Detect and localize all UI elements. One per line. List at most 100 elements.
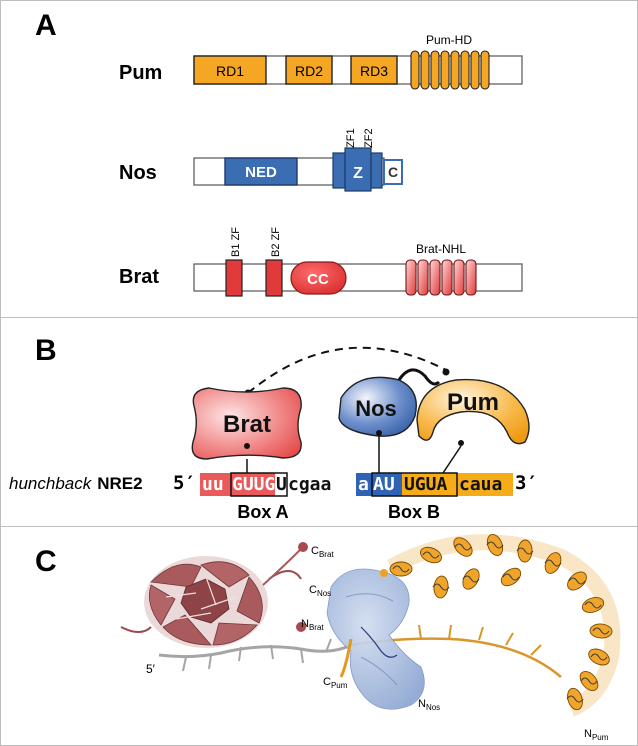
pum-hd-repeat bbox=[430, 50, 440, 90]
rd1-domain bbox=[193, 55, 267, 85]
pum-helix bbox=[486, 533, 504, 557]
zf1-block bbox=[332, 152, 346, 189]
box-b-label: Box B bbox=[388, 502, 440, 522]
five-prime-end: 5′ bbox=[173, 472, 196, 494]
brat-nhl-repeat bbox=[453, 259, 465, 296]
rd3-label: RD3 bbox=[360, 63, 388, 79]
five-prime-c-label: 5′ bbox=[146, 662, 156, 676]
seq-caua: caua bbox=[459, 474, 502, 495]
nos-blob-label: Nos bbox=[355, 396, 397, 421]
seq-a: a bbox=[358, 474, 369, 495]
zf2-label: ZF2 bbox=[363, 128, 375, 148]
seq-bg-uu bbox=[200, 473, 231, 496]
rd2-label: RD2 bbox=[295, 63, 323, 79]
seq-u: U bbox=[276, 474, 287, 495]
c-brat-terminus bbox=[298, 542, 308, 552]
brat-nhl-label: Brat-NHL bbox=[416, 242, 466, 256]
c-nos-label: CNos bbox=[309, 584, 331, 598]
seq-bg-caua bbox=[457, 473, 513, 496]
panel-c-letter: C bbox=[35, 545, 57, 578]
seq-bg-guug bbox=[231, 473, 275, 496]
brat-nhl-repeat bbox=[417, 259, 429, 296]
pum-helix bbox=[589, 623, 613, 639]
n-brat-terminus bbox=[296, 622, 306, 632]
domain-diagram: A Pum RD1 RD2 RD3 Pum-HD Nos NED Z C ZF1 bbox=[35, 9, 523, 297]
brat-c-tail bbox=[262, 548, 302, 586]
pum-ball bbox=[380, 569, 388, 577]
nos-backbone-trace bbox=[360, 626, 398, 658]
pum-helix bbox=[544, 552, 562, 574]
rna-name: NRE2 bbox=[97, 474, 142, 493]
pum-hd-repeat bbox=[470, 50, 480, 90]
brat-blob bbox=[191, 387, 302, 460]
rd3-domain bbox=[350, 55, 398, 85]
n-nos-label: NNos bbox=[418, 698, 440, 712]
pum-hd-repeat bbox=[440, 50, 450, 90]
pum-helix bbox=[579, 670, 599, 692]
seq-bg-ugua bbox=[402, 473, 457, 496]
pum-hd-label: Pum-HD bbox=[426, 33, 472, 47]
pum-tether-dot bbox=[458, 440, 464, 446]
seq-uu: uu bbox=[202, 474, 224, 495]
rna-bases-orange bbox=[418, 624, 542, 656]
nos-pum-linker bbox=[397, 368, 441, 386]
box-b-outline bbox=[371, 472, 458, 497]
pum-tether bbox=[440, 445, 462, 477]
brat-row-label: Brat bbox=[119, 266, 159, 288]
pum-hd-repeat bbox=[420, 50, 430, 90]
nos-blob bbox=[338, 376, 417, 437]
seq-ugua: UGUA bbox=[404, 474, 448, 495]
rd2-domain bbox=[285, 55, 333, 85]
zf1-label: ZF1 bbox=[345, 128, 357, 148]
brat-tether-dot bbox=[244, 443, 250, 449]
cc-label: CC bbox=[307, 271, 329, 288]
brat-nhl-repeat bbox=[429, 259, 441, 296]
seq-guug: GUUG bbox=[232, 474, 275, 495]
pum-c-tail bbox=[339, 638, 353, 678]
panel-b-letter: B bbox=[35, 334, 57, 367]
zf2-block bbox=[370, 152, 383, 189]
pum-blob bbox=[416, 378, 530, 445]
rna-prefix: hunchback bbox=[9, 474, 93, 493]
brat-nhl-repeats bbox=[405, 259, 477, 296]
seq-bg-au bbox=[372, 473, 402, 496]
seq-au: AU bbox=[373, 474, 395, 495]
pum-helix bbox=[462, 568, 480, 590]
c-pum-label: CPum bbox=[323, 676, 348, 690]
b1-zf-label: B1 ZF bbox=[230, 227, 242, 257]
pum-helix bbox=[500, 567, 522, 587]
ned-label: NED bbox=[245, 164, 277, 181]
nos-row-label: Nos bbox=[119, 162, 157, 184]
pum-helix bbox=[453, 537, 473, 557]
cc-domain bbox=[290, 261, 347, 295]
nos-tether-dot bbox=[376, 430, 382, 436]
pum-helix bbox=[588, 648, 610, 666]
rna-bases-gray bbox=[182, 638, 332, 672]
brat-blob-label: Brat bbox=[223, 411, 271, 438]
c-label: C bbox=[388, 164, 398, 180]
panel-a-letter: A bbox=[35, 9, 57, 42]
b1-zf-block bbox=[225, 259, 243, 297]
brat-nhl-repeat bbox=[405, 259, 417, 296]
pum-helix bbox=[566, 687, 584, 711]
seq-cgaa: cgaa bbox=[288, 474, 331, 495]
box-a-outline bbox=[230, 472, 288, 497]
c-domain bbox=[383, 159, 403, 185]
pum-hd-repeats bbox=[410, 50, 490, 90]
pum-helix bbox=[420, 546, 442, 564]
pum-hd-repeat bbox=[480, 50, 490, 90]
pum-row-label: Pum bbox=[119, 62, 162, 84]
c-brat-label: CBrat bbox=[311, 545, 334, 559]
pum-helix bbox=[567, 571, 587, 591]
brat-nhl-repeat bbox=[441, 259, 453, 296]
box-a-label: Box A bbox=[237, 502, 288, 522]
panel-c: C bbox=[0, 526, 638, 746]
panel-a: A Pum RD1 RD2 RD3 Pum-HD Nos NED Z C ZF1 bbox=[0, 0, 638, 318]
seq-bg-a bbox=[356, 473, 372, 496]
nos-surface bbox=[326, 568, 425, 710]
pum-hd-repeat bbox=[460, 50, 470, 90]
